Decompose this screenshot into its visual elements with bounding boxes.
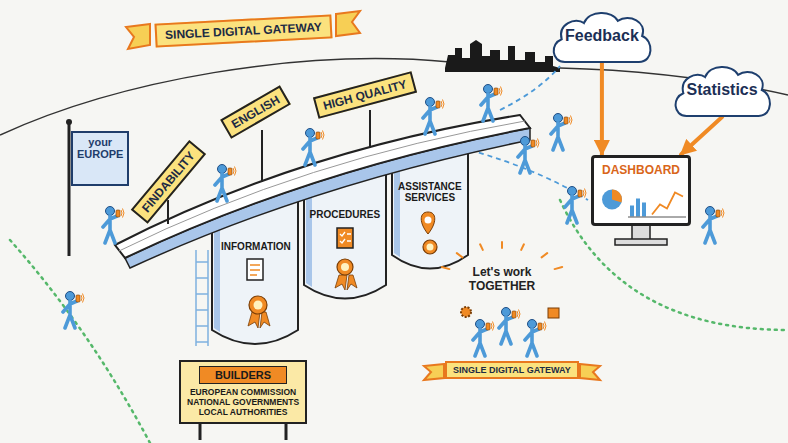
monitor-stand — [632, 224, 650, 240]
line-chart — [652, 192, 683, 214]
award-rosette — [337, 259, 353, 275]
box-icon — [548, 308, 559, 318]
cloud-box: Statistics — [671, 63, 774, 117]
award-rosette — [427, 244, 434, 251]
node-title: Feedback — [565, 27, 639, 45]
location-pin — [421, 212, 435, 234]
pillar-label: INFORMATION — [220, 240, 292, 253]
person-figure — [473, 320, 494, 357]
road-sign: ENGLISH — [220, 85, 291, 139]
node-text: EUROPEAN COMMISSION — [187, 387, 299, 397]
node-title: Statistics — [687, 81, 758, 99]
flow-arrow — [681, 117, 722, 155]
bar-chart — [630, 205, 634, 216]
location-pin — [425, 217, 432, 224]
checklist-icon — [340, 232, 351, 243]
chart-axis — [628, 216, 686, 217]
person-figure — [303, 129, 324, 166]
sign-post — [261, 130, 263, 182]
bridge-underside — [125, 128, 530, 268]
node-title: ENGLISH — [229, 93, 282, 132]
bridge-deck — [115, 115, 530, 258]
dashboard-charts — [602, 189, 686, 217]
person-figure — [103, 207, 124, 244]
award-rosette — [249, 296, 267, 314]
bridge-lane — [119, 121, 525, 251]
person-figure — [215, 165, 236, 202]
node-title: your EUROPE — [77, 136, 123, 160]
city-skyline — [445, 40, 560, 72]
flag-pole — [66, 119, 72, 125]
checklist-icon — [337, 228, 353, 248]
pie-chart — [602, 189, 622, 209]
node-title: INFORMATION — [221, 241, 291, 252]
person-figure — [63, 292, 84, 329]
person-figure — [565, 187, 586, 224]
node-text: NATIONAL GOVERNMENTS — [187, 397, 299, 407]
cloud-outline — [675, 67, 769, 116]
person-figure — [423, 98, 444, 135]
person-figure — [499, 308, 520, 345]
person-figure — [525, 320, 546, 357]
signal-dashed — [500, 66, 560, 110]
document-icon — [247, 259, 263, 280]
award-ribbon — [335, 275, 357, 290]
label-text: Let's work TOGETHER — [460, 265, 544, 293]
node-text: LOCAL AUTHORITIES — [187, 407, 299, 417]
pillar-label: ASSISTANCE SERVICES — [397, 180, 463, 204]
pillar-label: PROCEDURES — [309, 208, 382, 221]
sign-post — [167, 200, 169, 224]
person-figure — [551, 114, 572, 151]
sign-post — [369, 110, 371, 148]
person-figure — [481, 85, 502, 122]
node-title: HIGH QUALITY — [322, 77, 409, 113]
dashboard-monitor: DASHBOARD — [591, 155, 691, 226]
banner-ribbon: SINGLE DIGITAL GATEWAY — [154, 14, 332, 47]
bar-chart — [642, 202, 646, 216]
node-title: SINGLE DIGITAL GATEWAY — [453, 365, 571, 375]
flow-arrow — [600, 63, 604, 155]
node-title: BUILDERS — [199, 366, 287, 384]
scaffolding — [196, 250, 208, 346]
ribbon-tail — [580, 364, 600, 380]
builders-sign: BUILDERS EUROPEAN COMMISSIONNATIONAL GOVE… — [179, 360, 307, 424]
monitor-stand — [615, 239, 667, 245]
flag-banner: your EUROPE — [71, 131, 129, 186]
ribbon-tail — [126, 24, 150, 49]
node-title: DASHBOARD — [602, 163, 680, 177]
award-rosette — [423, 240, 437, 254]
person-figure — [518, 137, 539, 174]
award-rosette — [254, 301, 263, 310]
note-label: Let's work TOGETHER — [460, 265, 544, 293]
gear-icon — [461, 307, 471, 317]
banner-ribbon: SINGLE DIGITAL GATEWAY — [445, 361, 579, 379]
pie-chart — [612, 189, 622, 202]
path-dotted — [10, 240, 150, 443]
ribbon-tail — [424, 364, 444, 380]
ribbon-tail — [336, 11, 360, 36]
person-figure — [703, 207, 724, 244]
award-rosette — [341, 263, 349, 271]
road-sign: HIGH QUALITY — [313, 71, 417, 119]
bar-chart — [636, 198, 640, 216]
cloud-box: Feedback — [549, 9, 655, 63]
node-title: ASSISTANCE SERVICES — [398, 181, 462, 203]
node-title: PROCEDURES — [310, 209, 381, 220]
node-title: SINGLE DIGITAL GATEWAY — [164, 20, 321, 42]
cloud-outline — [554, 13, 651, 62]
document-icon — [250, 265, 260, 275]
